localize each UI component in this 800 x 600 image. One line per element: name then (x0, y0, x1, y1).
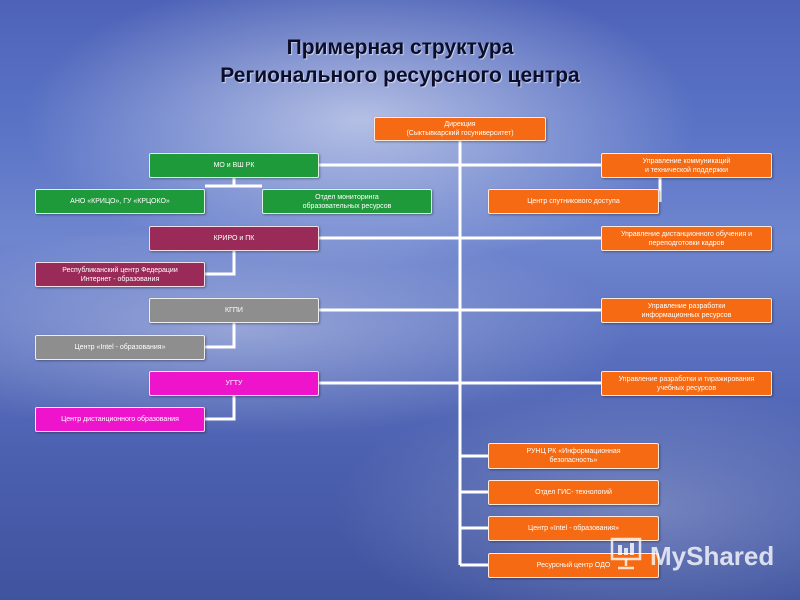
uprav-razr-tir-box: Управление разработки и тиражирования уч… (601, 371, 772, 396)
centr-intel-left-box: Центр «Intel - образования» (35, 335, 205, 360)
ano-gu-box: АНО «КРИЦО», ГУ «КРЦОКО» (35, 189, 205, 214)
runc-box: РУНЦ РК «Информационная безопасность» (488, 443, 659, 469)
kriro-box: КРИРО и ПК (149, 226, 319, 251)
ugtu-box: УГТУ (149, 371, 319, 396)
otdel-gis-box: Отдел ГИС- технологий (488, 480, 659, 505)
centr-sputnik-box: Центр спутникового доступа (488, 189, 659, 214)
sub-kriro (205, 251, 236, 276)
sub-kgpi (205, 323, 236, 349)
sub-ugtu (205, 396, 236, 421)
resurs-odo-box: Ресурсный центр ОДО (488, 553, 659, 578)
slide-title-line2: Регионального ресурсного центра (220, 64, 580, 87)
otdel-monit-box: Отдел мониторинга образовательных ресурс… (262, 189, 432, 214)
centr-dist-box: Центр дистанционного образования (35, 407, 205, 432)
direction-box: Дирекция (Сыктывкарский госуниверситет) (374, 117, 546, 141)
resp-centr-box: Республиканский центр Федерации Интернет… (35, 262, 205, 287)
watermark: MyShared (608, 536, 774, 576)
uprav-dist-box: Управление дистанционного обучения и пер… (601, 226, 772, 251)
mo-vsh-box: МО и ВШ РК (149, 153, 319, 178)
uprav-razr-inf-box: Управление разработки информационных рес… (601, 298, 772, 323)
uprav-komm-box: Управление коммуникаций и технической по… (601, 153, 772, 178)
presentation-icon (608, 536, 644, 577)
slide-title-line1: Примерная структура (286, 36, 514, 59)
kgpi-box: КГПИ (149, 298, 319, 323)
centr-intel-right-box: Центр «Intel - образования» (488, 516, 659, 541)
watermark-text: MyShared (650, 540, 775, 571)
